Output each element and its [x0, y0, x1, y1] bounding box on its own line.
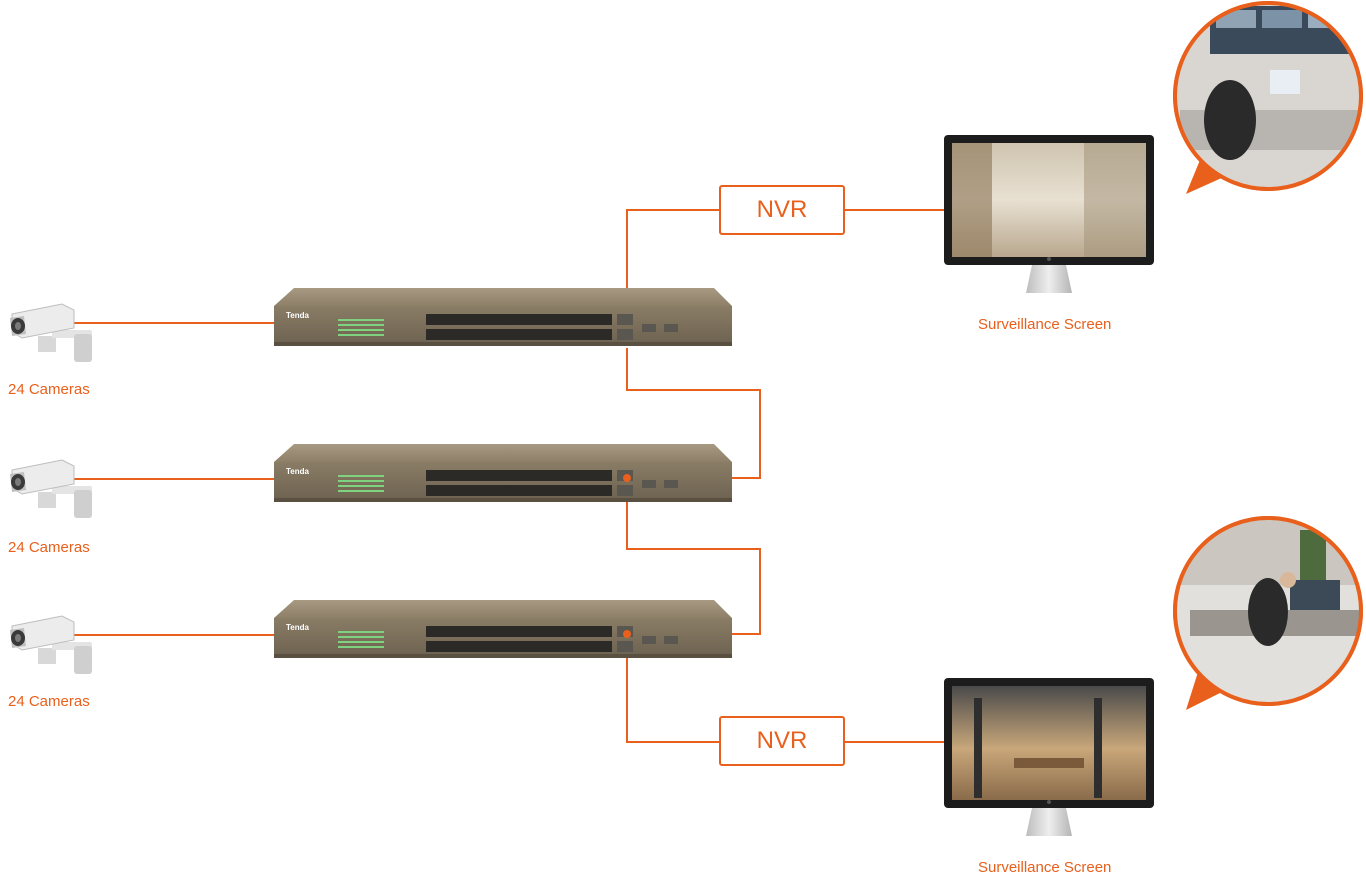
cctv-camera-icon [10, 459, 92, 518]
switch-brand-label: Tenda [286, 311, 310, 320]
switch-brand-label: Tenda [286, 467, 310, 476]
nvr-box-bottom: NVR [719, 716, 845, 766]
camera-group-label: 24 Cameras [8, 539, 90, 556]
network-switch-icon: Tenda [274, 600, 732, 658]
control-room-photo-bubble [1173, 516, 1363, 710]
monitor-icon [944, 678, 1154, 836]
monitor-icon [944, 135, 1154, 293]
connection-lines [62, 209, 946, 743]
nvr-box-top: NVR [719, 185, 845, 235]
switch3-to-nvr-link [626, 653, 720, 743]
network-switch-icon: Tenda [274, 444, 732, 502]
cctv-camera-icon [10, 615, 92, 674]
switch1-to-nvr-link [626, 209, 720, 290]
control-room-photo-bubble [1173, 1, 1363, 194]
cctv-camera-icon [10, 303, 92, 362]
switch-brand-label: Tenda [286, 623, 310, 632]
network-switch-icon: Tenda [274, 288, 732, 346]
surveillance-screen-label-bottom: Surveillance Screen [978, 859, 1112, 876]
camera-group-label: 24 Cameras [8, 381, 90, 398]
camera-group-label: 24 Cameras [8, 693, 90, 710]
surveillance-screen-label-top: Surveillance Screen [978, 316, 1112, 333]
